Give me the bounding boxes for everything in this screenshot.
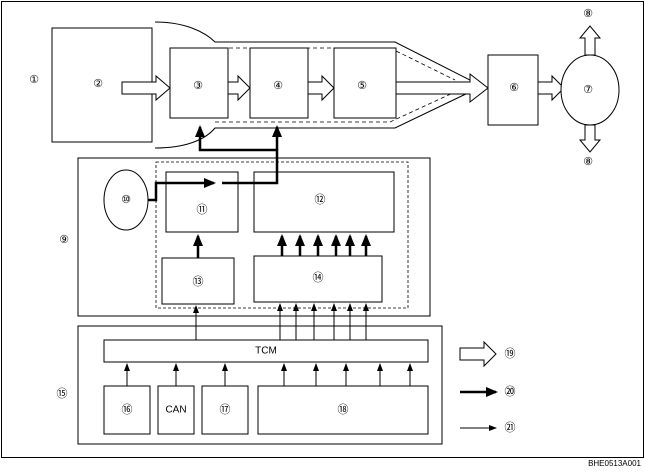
hollow-arrow-2-3: [121, 74, 171, 102]
block-16: [103, 385, 151, 435]
label-5: ⑤: [357, 80, 367, 92]
can-block: [157, 385, 195, 435]
label-10: ⑩: [121, 194, 131, 206]
block-14: [253, 255, 383, 303]
control-panel-9: [77, 157, 431, 317]
label-21: ㉑: [505, 421, 516, 434]
label-9: ⑨: [59, 234, 69, 246]
block-11: [165, 171, 239, 233]
label-20: ⑳: [505, 385, 516, 398]
hollow-arrow-up-8: [578, 25, 602, 56]
bold-line-10-11: [148, 178, 216, 202]
block-13: [161, 257, 235, 305]
block-17: [201, 385, 249, 435]
hollow-arrow-down-8: [578, 124, 602, 153]
hollow-arrow-4-5: [307, 74, 335, 102]
label-15: ⑮: [57, 387, 68, 400]
hollow-arrow-3-4: [227, 74, 251, 102]
block-3: [169, 47, 229, 119]
hollow-arrow-6-7: [537, 74, 565, 102]
label-16: ⑯: [122, 403, 133, 416]
label-8-top: ⑧: [583, 8, 593, 20]
tcm-bar: [103, 339, 429, 363]
label-2: ②: [93, 78, 103, 90]
label-12: ⑫: [315, 193, 326, 206]
block-4: [249, 47, 309, 119]
hollow-arrow-5-6: [395, 72, 489, 104]
label-6: ⑥: [509, 82, 519, 94]
label-8-bottom: ⑧: [583, 156, 593, 168]
label-7: ⑦: [583, 84, 593, 96]
label-18: ⑱: [338, 403, 349, 416]
label-19: ⑲: [505, 347, 516, 360]
label-3: ③: [193, 80, 203, 92]
block-6: [487, 54, 539, 126]
label-17: ⑰: [220, 403, 231, 416]
can-label: CAN: [165, 405, 186, 416]
figure-code: BHE0513A001: [588, 459, 641, 468]
dashed-control-unit: [155, 161, 409, 309]
input-panel-15: [77, 325, 443, 445]
label-4: ④: [273, 80, 283, 92]
block-5: [333, 47, 397, 119]
label-11: ⑪: [197, 203, 208, 216]
label-14: ⑭: [313, 271, 324, 284]
block-18: [257, 385, 429, 435]
label-13: ⑬: [193, 275, 204, 288]
tcm-label: TCM: [255, 346, 277, 357]
legend-hollow-arrow: [459, 340, 497, 368]
outer-frame: [1, 1, 644, 458]
label-1: ①: [29, 74, 39, 86]
